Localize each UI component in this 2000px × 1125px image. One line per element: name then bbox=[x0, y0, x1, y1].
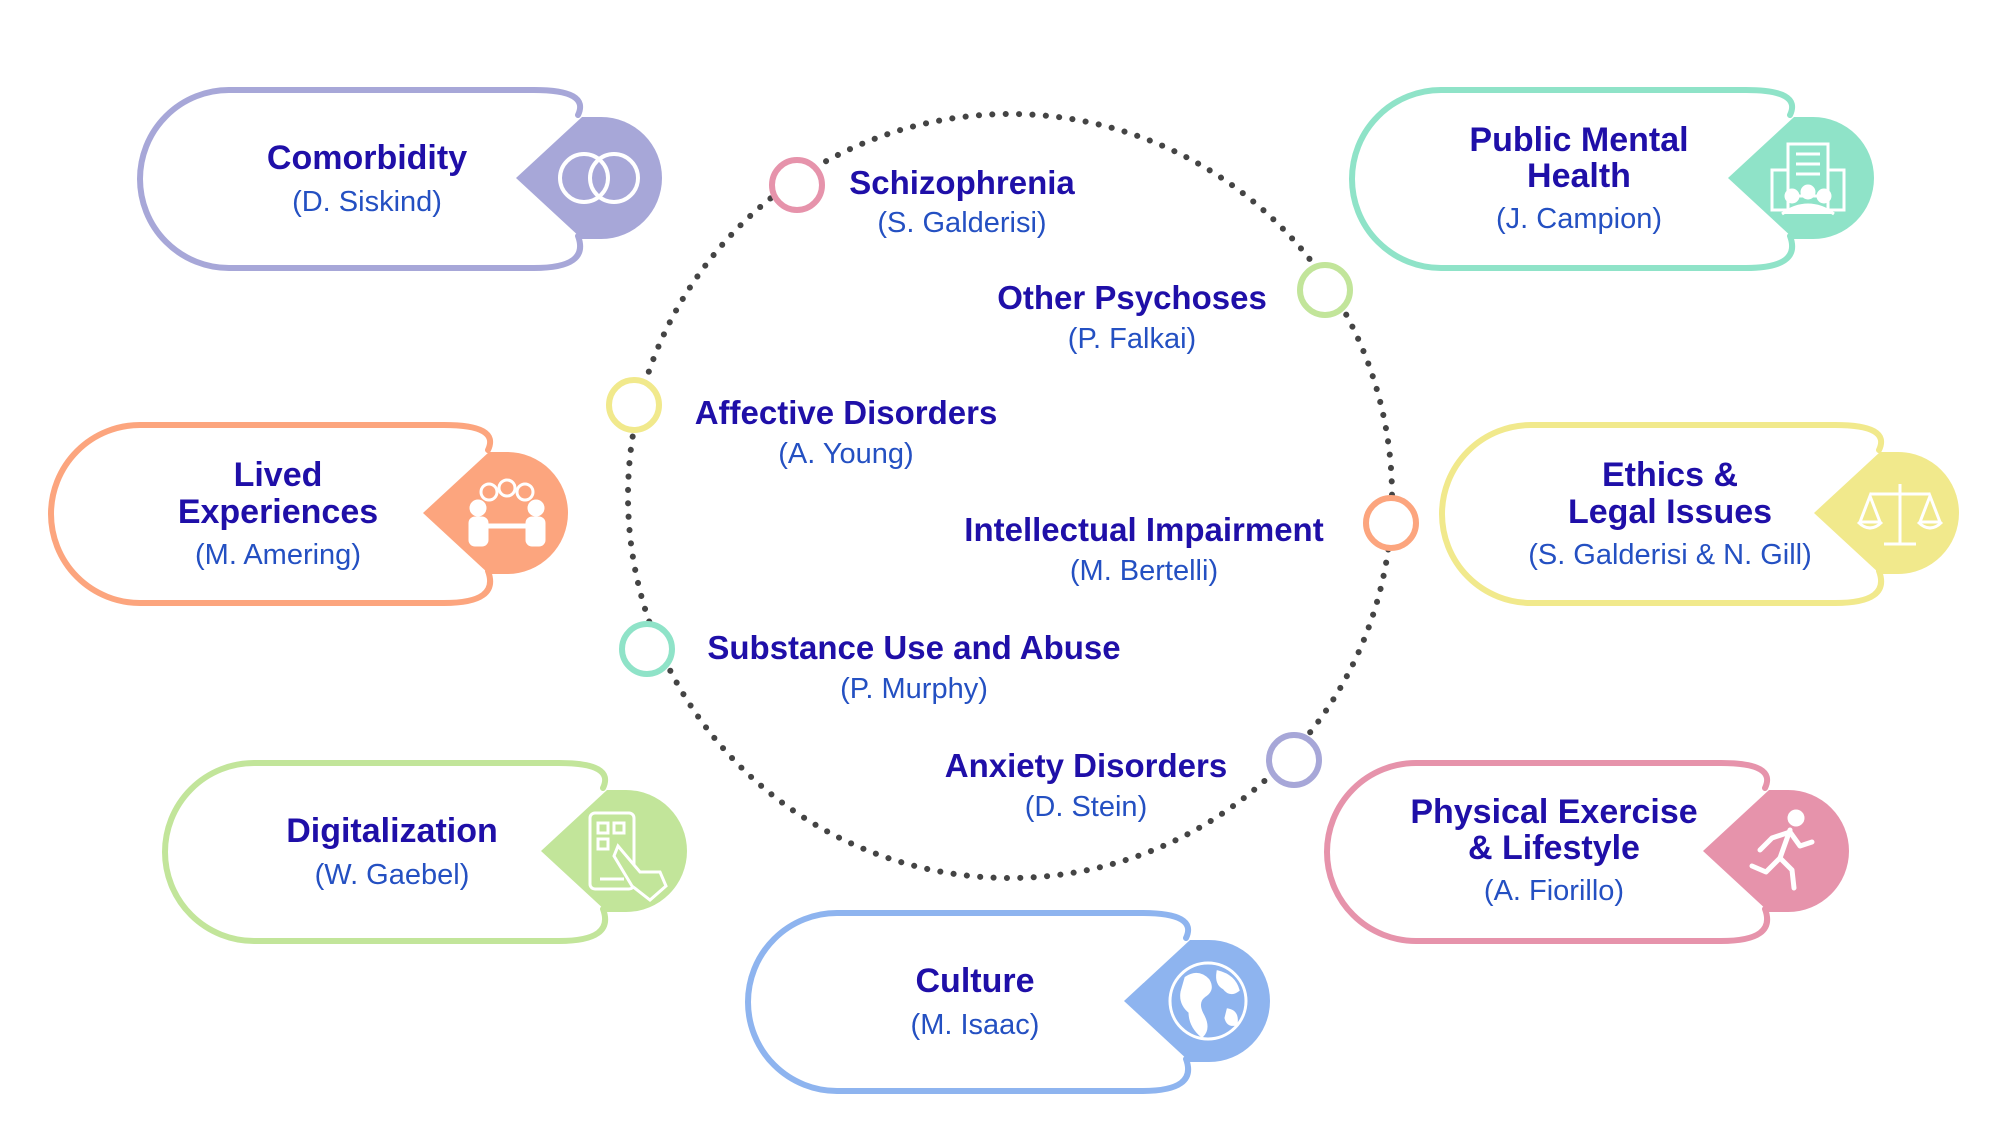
ring-topic-affective: Affective Disorders (A. Young) bbox=[695, 394, 998, 470]
hospital-people-icon bbox=[1770, 142, 1846, 216]
topic-title-line: Physical Exercise bbox=[1410, 793, 1697, 831]
ring-marker-other-psychoses bbox=[1297, 262, 1353, 318]
ring-marker-schizophrenia bbox=[769, 157, 825, 213]
ring-topic-author: (A. Young) bbox=[778, 438, 913, 470]
topic-title-line: Health bbox=[1527, 157, 1631, 195]
ring-topic-anxiety: Anxiety Disorders (D. Stein) bbox=[945, 747, 1227, 823]
ring-topic-author: (P. Falkai) bbox=[1068, 323, 1196, 355]
topic-author: (M. Amering) bbox=[195, 539, 361, 571]
ring-topic-schizophrenia: Schizophrenia (S. Galderisi) bbox=[849, 164, 1075, 239]
topic-card-border bbox=[48, 422, 493, 606]
topic-card-tab bbox=[1703, 790, 1849, 912]
ring-topic-author: (D. Stein) bbox=[1025, 791, 1147, 823]
ring-topic-title: Affective Disorders bbox=[695, 394, 998, 431]
topic-card-tab bbox=[423, 452, 568, 574]
topic-card-border bbox=[745, 910, 1191, 1094]
topic-card-digitalization: Digitalization (W. Gaebel) bbox=[162, 760, 687, 944]
ring-marker-substance bbox=[619, 621, 675, 677]
topic-author: (D. Siskind) bbox=[292, 186, 442, 218]
topic-card-tab bbox=[1728, 117, 1874, 239]
scales-icon bbox=[1856, 484, 1944, 546]
topic-card-tab bbox=[541, 790, 687, 912]
topic-title-line: Lived bbox=[234, 456, 323, 494]
ring-topic-title: Other Psychoses bbox=[997, 279, 1267, 316]
topic-card-tab bbox=[1814, 452, 1959, 574]
topic-title-line: Digitalization bbox=[286, 812, 498, 850]
ring-topic-title: Intellectual Impairment bbox=[964, 511, 1323, 548]
ring-marker-affective bbox=[606, 377, 662, 433]
topic-card-border bbox=[1439, 422, 1884, 606]
topic-title-line: Culture bbox=[916, 962, 1035, 1000]
topic-card-comorbidity: Comorbidity (D. Siskind) bbox=[137, 87, 662, 271]
topic-title-line: & Lifestyle bbox=[1468, 829, 1640, 867]
topic-author: (S. Galderisi & N. Gill) bbox=[1528, 539, 1812, 571]
topic-title-line: Comorbidity bbox=[267, 139, 467, 177]
topic-author: (M. Isaac) bbox=[911, 1009, 1040, 1041]
ring-marker-intellectual bbox=[1363, 495, 1419, 551]
overlap-circles-icon bbox=[558, 152, 640, 204]
ring-topic-intellectual: Intellectual Impairment (M. Bertelli) bbox=[964, 511, 1323, 587]
running-person-icon bbox=[1749, 809, 1815, 891]
ring-topic-author: (M. Bertelli) bbox=[1070, 555, 1218, 587]
topic-title-line: Experiences bbox=[178, 493, 378, 531]
ring-marker-anxiety bbox=[1266, 732, 1322, 788]
topic-card-border bbox=[162, 760, 608, 944]
topic-card-border bbox=[1349, 87, 1795, 271]
topic-card-physical-exercise: Physical Exercise & Lifestyle (A. Fioril… bbox=[1324, 760, 1849, 944]
topic-title-line: Legal Issues bbox=[1568, 493, 1772, 531]
topic-card-culture: Culture (M. Isaac) bbox=[745, 910, 1270, 1094]
topic-author: (W. Gaebel) bbox=[315, 859, 470, 891]
ring-topic-title: Schizophrenia bbox=[849, 164, 1075, 201]
topic-card-border bbox=[137, 87, 583, 271]
topic-author: (A. Fiorillo) bbox=[1484, 875, 1624, 907]
ring-topic-author: (S. Galderisi) bbox=[877, 207, 1046, 239]
ring-topic-title: Anxiety Disorders bbox=[945, 747, 1227, 784]
tablet-touch-icon bbox=[588, 811, 668, 902]
topic-card-border bbox=[1324, 760, 1770, 944]
topic-card-lived-experiences: Lived Experiences (M. Amering) bbox=[48, 422, 568, 606]
ring-topic-other-psychoses: Other Psychoses (P. Falkai) bbox=[997, 279, 1267, 355]
topic-card-public-mental-health: Public Mental Health (J. Campion) bbox=[1349, 87, 1874, 271]
ring-topic-substance: Substance Use and Abuse (P. Murphy) bbox=[707, 629, 1120, 705]
ring-topic-author: (P. Murphy) bbox=[840, 673, 988, 705]
topic-card-ethics-legal: Ethics & Legal Issues (S. Galderisi & N.… bbox=[1439, 422, 1959, 606]
topic-author: (J. Campion) bbox=[1496, 203, 1662, 235]
ring-topic-title: Substance Use and Abuse bbox=[707, 629, 1120, 666]
topic-title-line: Public Mental bbox=[1469, 121, 1688, 159]
conversation-icon bbox=[468, 478, 546, 547]
topic-title-line: Ethics & bbox=[1602, 456, 1738, 494]
globe-icon bbox=[1168, 961, 1248, 1041]
